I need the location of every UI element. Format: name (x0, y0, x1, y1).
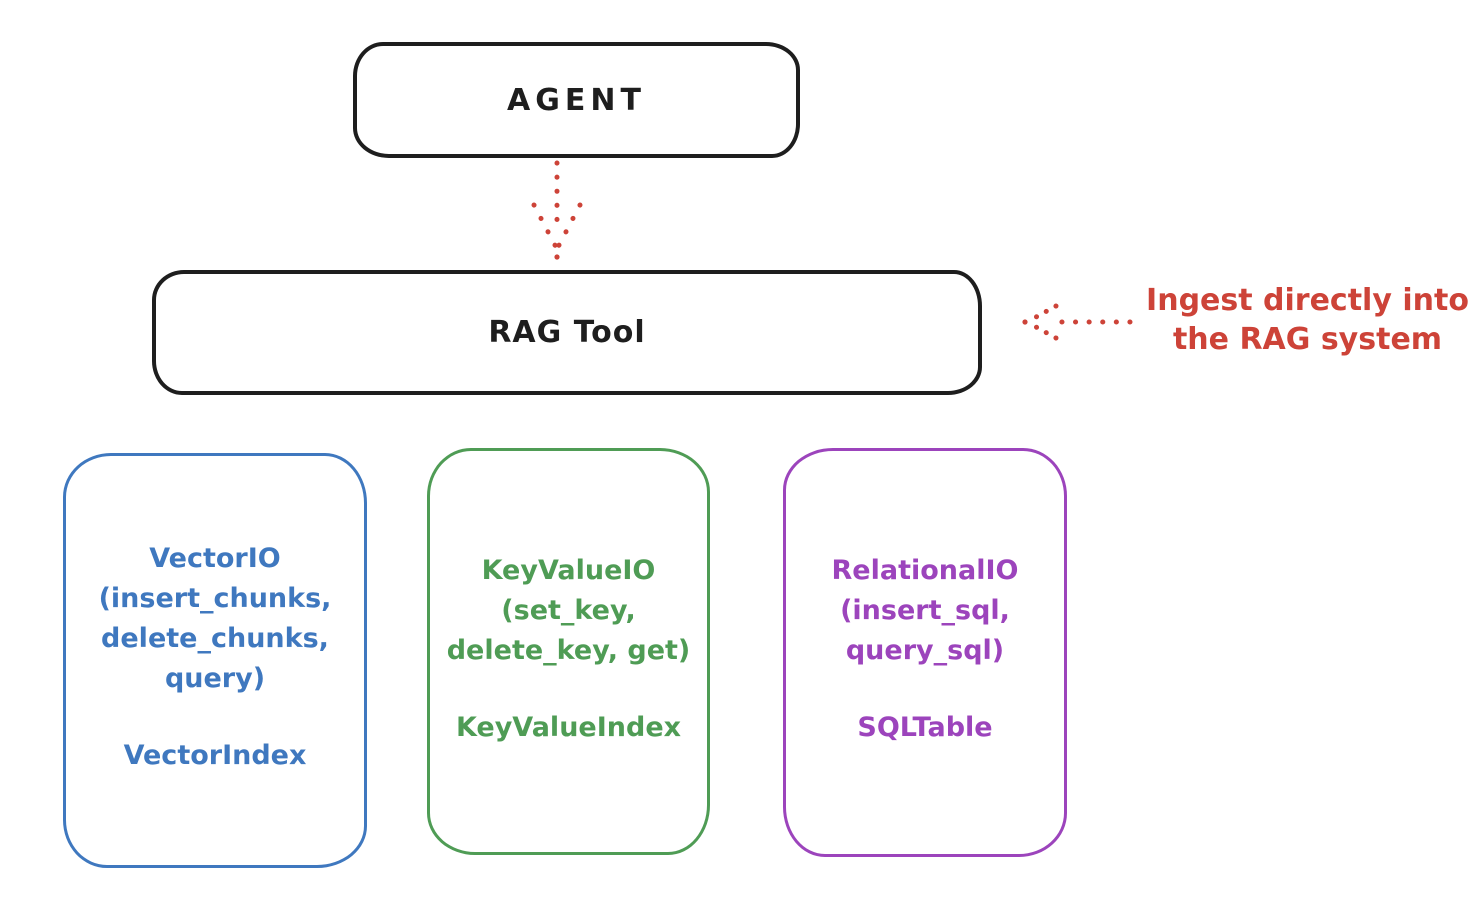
agent-node: AGENT (353, 42, 800, 158)
ingest-annotation-line1: Ingest directly into (1146, 283, 1469, 318)
relationalio-index-label: SQLTable (857, 712, 993, 743)
ingest-annotation-dotted-arrow-icon (1022, 303, 1133, 341)
relationalio-text: RelationalIO (insert_sql, query_sql) SQL… (786, 451, 1064, 748)
vectorio-method-line: delete_chunks, (101, 623, 329, 654)
rag-tool-label: RAG Tool (488, 315, 646, 350)
rag-tool-node: RAG Tool (152, 270, 982, 395)
agent-label: AGENT (507, 82, 646, 118)
keyvalueio-text: KeyValueIO (set_key, delete_key, get) Ke… (430, 451, 707, 748)
vectorio-method-line: (insert_chunks, (98, 583, 332, 614)
vectorio-index-label: VectorIndex (123, 740, 307, 771)
ingest-annotation: Ingest directly into the RAG system (1135, 281, 1480, 359)
relationalio-method-line: (insert_sql, (840, 595, 1010, 626)
keyvalueio-index-label: KeyValueIndex (455, 712, 682, 743)
keyvalueio-method-line: (set_key, (501, 595, 636, 626)
relationalio-node: RelationalIO (insert_sql, query_sql) SQL… (783, 448, 1067, 857)
vectorio-title: VectorIO (149, 543, 281, 574)
keyvalueio-node: KeyValueIO (set_key, delete_key, get) Ke… (427, 448, 710, 855)
vectorio-method-line: query) (164, 663, 266, 694)
relationalio-title: RelationalIO (831, 555, 1019, 586)
keyvalueio-title: KeyValueIO (481, 555, 656, 586)
agent-to-ragtool-dotted-arrow-icon (531, 160, 583, 260)
vectorio-text: VectorIO (insert_chunks, delete_chunks, … (66, 456, 364, 776)
vectorio-node: VectorIO (insert_chunks, delete_chunks, … (63, 453, 367, 868)
ingest-annotation-line2: the RAG system (1172, 322, 1443, 357)
relationalio-method-line: query_sql) (845, 635, 1005, 666)
keyvalueio-method-line: delete_key, get) (446, 635, 691, 666)
